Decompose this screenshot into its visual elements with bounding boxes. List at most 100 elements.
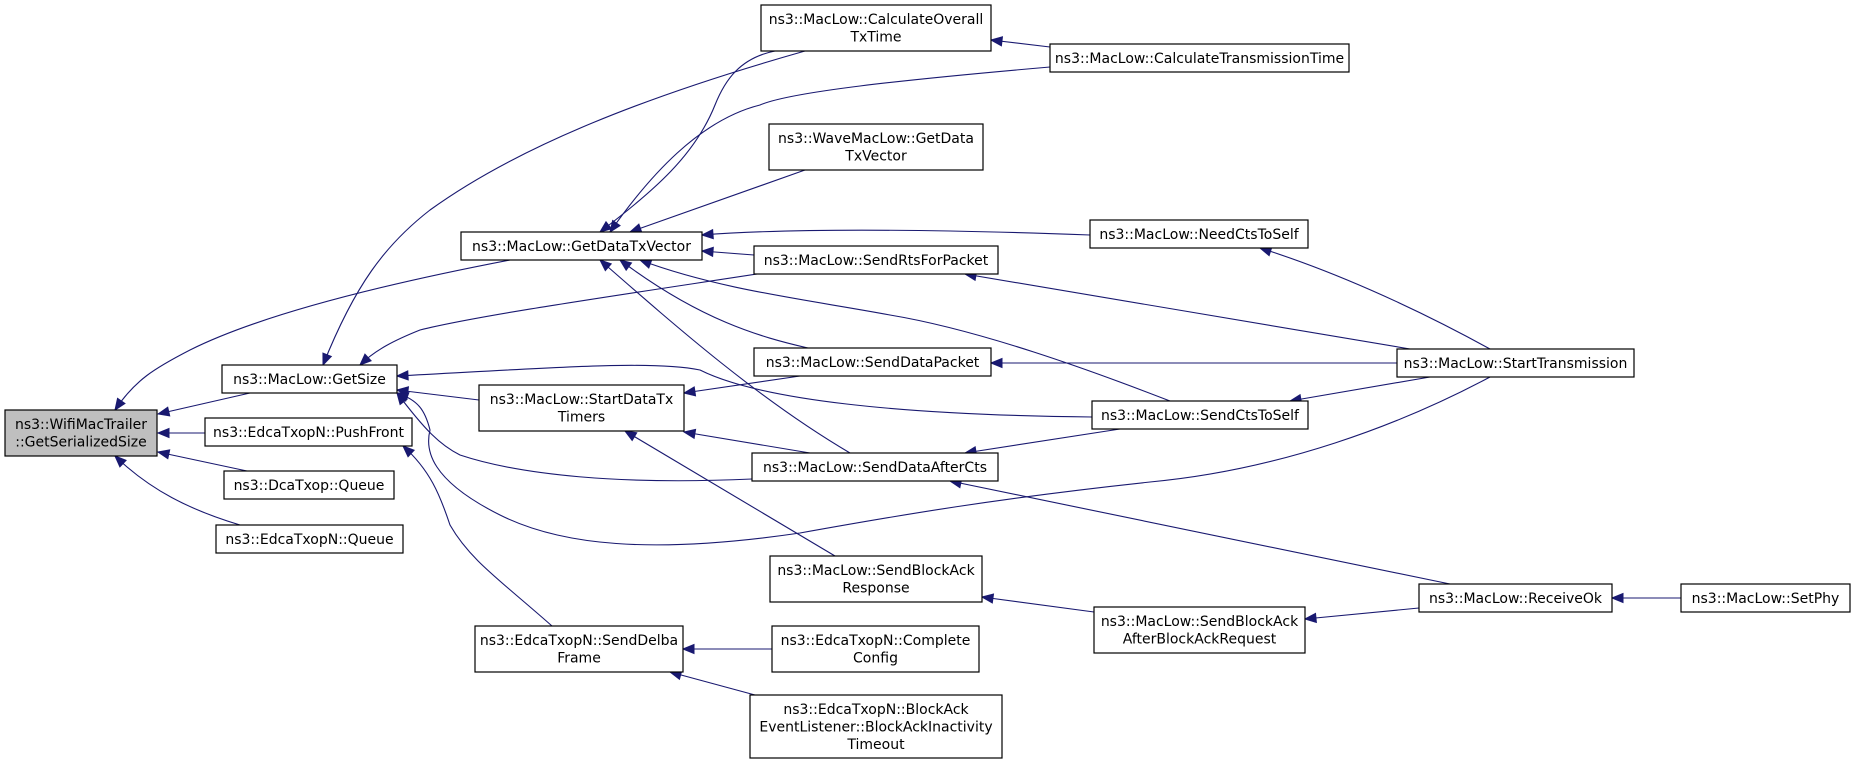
node-label-line: ns3::EdcaTxopN::PushFront [213, 425, 404, 441]
edge-line [981, 596, 1095, 613]
edge-line [157, 392, 251, 415]
node-label-line: ns3::MacLow::GetSize [233, 372, 386, 388]
node-sendbaafter[interactable]: ns3::MacLow::SendBlockAckAfterBlockAckRe… [1093, 606, 1306, 654]
edge-line [639, 259, 1171, 402]
node-senddataafter[interactable]: ns3::MacLow::SendDataAfterCts [751, 452, 999, 482]
edge-starttrans-to-senddatapkt [989, 357, 1397, 369]
node-label-line: ns3::MacLow::SendBlockAck [1101, 614, 1299, 630]
edge-senddatapkt-to-getdatatx [618, 259, 809, 349]
node-label-line: ns3::MacLow::CalculateTransmissionTime [1055, 51, 1344, 67]
node-label-line: Frame [557, 651, 601, 667]
node-label-line: TxTime [849, 30, 901, 46]
edge-balistener-to-senddelba [668, 669, 756, 696]
node-label-line: Timers [557, 410, 605, 426]
node-box [1396, 348, 1635, 378]
node-label-line: ns3::WaveMacLow::GetData [778, 131, 974, 147]
edge-needcts-to-getdatatx [700, 228, 1091, 240]
arrowhead-icon [980, 593, 995, 604]
edge-line [964, 273, 1411, 350]
arrowhead-icon [114, 455, 127, 468]
edge-senddataafter-to-getdatatx [599, 259, 851, 454]
node-dcaqueue[interactable]: ns3::DcaTxop::Queue [223, 470, 395, 500]
arrowhead-icon [700, 246, 714, 258]
node-box [204, 417, 413, 447]
node-setphy[interactable]: ns3::MacLow::SetPhy [1680, 583, 1851, 613]
node-calctrans[interactable]: ns3::MacLow::CalculateTransmissionTime [1049, 43, 1350, 73]
arrowhead-icon [114, 397, 126, 412]
node-sendrts[interactable]: ns3::MacLow::SendRtsForPacket [753, 245, 999, 275]
node-pushfront[interactable]: ns3::EdcaTxopN::PushFront [204, 417, 413, 447]
node-label-line: ns3::MacLow::NeedCtsToSelf [1099, 227, 1299, 243]
edge-line [949, 480, 1451, 585]
node-label-line: ns3::EdcaTxopN::Queue [225, 532, 393, 548]
edge-line [964, 428, 1121, 454]
node-label-line: Response [842, 581, 909, 597]
edge-calctrans-to-calcoverall [989, 36, 1051, 48]
node-box [1680, 583, 1851, 613]
edge-line [114, 259, 511, 411]
node-box [1049, 43, 1350, 73]
node-box [753, 245, 999, 275]
edge-starttrans-to-sendrts [963, 270, 1411, 350]
edge-edcaqueue-to-root [114, 455, 241, 526]
arrowhead-icon [322, 352, 333, 367]
node-senddatapkt[interactable]: ns3::MacLow::SendDataPacket [753, 347, 992, 377]
node-box [751, 452, 999, 482]
node-root: ns3::WifiMacTrailer::GetSerializedSize [4, 409, 158, 457]
node-box [769, 555, 983, 603]
node-label-line: ::GetSerializedSize [15, 435, 146, 451]
arrowhead-icon [598, 220, 613, 233]
edge-line [683, 431, 811, 454]
node-box [760, 4, 992, 52]
node-getsize[interactable]: ns3::MacLow::GetSize [221, 364, 398, 394]
node-label-line: ns3::MacLow::SendDataAfterCts [763, 460, 987, 476]
edge-starttrans-to-needcts [1258, 246, 1491, 350]
edge-sendcts-to-getsize [395, 364, 1093, 418]
arrowhead-icon [628, 223, 643, 234]
edge-line [322, 50, 806, 366]
node-box [771, 625, 980, 673]
node-label-line: Config [853, 651, 898, 667]
node-label-line: ns3::MacLow::SendCtsToSelf [1101, 408, 1300, 424]
node-getdatatx[interactable]: ns3::MacLow::GetDataTxVector [460, 231, 703, 261]
node-starttrans[interactable]: ns3::MacLow::StartTransmission [1396, 348, 1635, 378]
node-box [1089, 219, 1309, 249]
node-label-line: ns3::MacLow::SendBlockAck [777, 563, 975, 579]
node-label-line: ns3::MacLow::SendDataPacket [766, 355, 980, 371]
edge-line [396, 389, 480, 401]
edge-receiveok-to-senddataafter [948, 478, 1451, 585]
arrowhead-icon [156, 406, 171, 417]
edge-getsize-to-root [156, 392, 251, 417]
node-label-line: ns3::MacLow::ReceiveOk [1429, 591, 1603, 607]
node-receiveok[interactable]: ns3::MacLow::ReceiveOk [1418, 583, 1613, 613]
node-box [221, 364, 398, 394]
edge-line [683, 375, 801, 394]
node-edcaqueue[interactable]: ns3::EdcaTxopN::Queue [215, 524, 404, 554]
edge-line [624, 430, 836, 557]
edge-line [396, 364, 1093, 418]
edge-line [359, 271, 771, 366]
node-needcts[interactable]: ns3::MacLow::NeedCtsToSelf [1089, 219, 1309, 249]
node-box [1418, 583, 1613, 613]
edge-calctrans-to-getdatatx [609, 66, 1051, 234]
node-balistener[interactable]: ns3::EdcaTxopN::BlockAckEventListener::B… [749, 694, 1003, 759]
arrowhead-icon [618, 259, 633, 272]
arrowhead-icon [682, 428, 697, 440]
edge-senddelba-to-pushfront [402, 445, 553, 627]
edge-line [1304, 607, 1420, 620]
node-label-line: ns3::EdcaTxopN::SendDelba [480, 633, 678, 649]
node-label-line: AfterBlockAckRequest [1123, 632, 1277, 648]
edge-sendbaresp-to-startdatatx [623, 430, 836, 557]
node-box [1093, 606, 1306, 654]
node-box [1091, 400, 1309, 430]
node-label-line: TxVector [844, 149, 907, 165]
node-label-line: ns3::MacLow::SetPhy [1692, 591, 1840, 607]
node-wavegetdata[interactable]: ns3::WaveMacLow::GetDataTxVector [768, 123, 984, 171]
node-sendcts[interactable]: ns3::MacLow::SendCtsToSelf [1091, 400, 1309, 430]
